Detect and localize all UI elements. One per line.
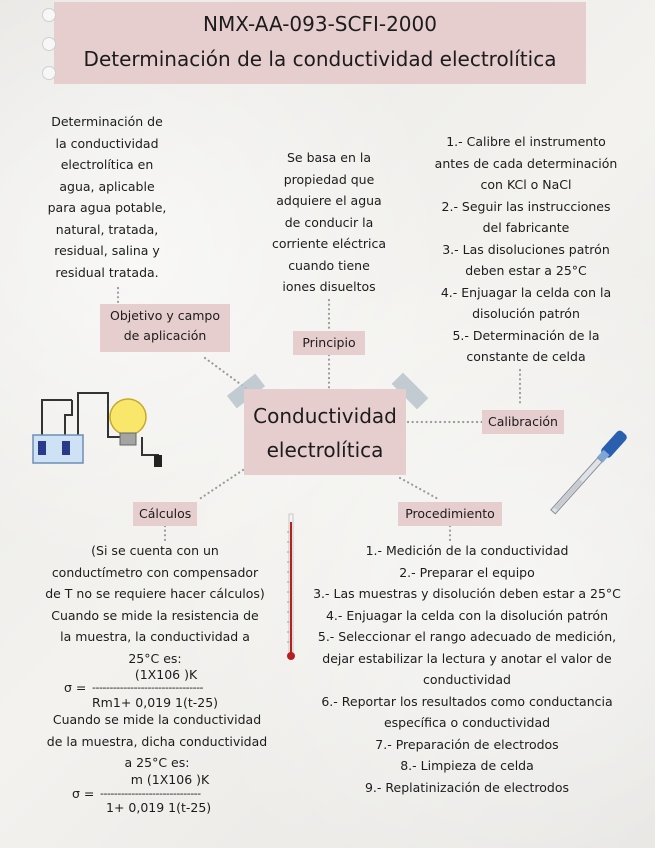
conductivity-probe-icon xyxy=(550,430,627,515)
principio-text: Se basa en la propiedad que adquiere el … xyxy=(271,150,386,294)
principio-label: Principio xyxy=(293,331,365,355)
calculos-text-2: Cuando se mide la conductividad de la mu… xyxy=(46,712,268,770)
thermometer-icon xyxy=(287,513,295,660)
calibracion-text: 1.- Calibre el instrumento antes de cada… xyxy=(434,134,618,364)
calibracion-label: Calibración xyxy=(482,410,564,434)
formula-2-numerator: m (1X106 )K xyxy=(130,772,210,787)
title-card: NMX-AA-093-SCFI-2000 Determinación de la… xyxy=(42,2,586,84)
formula-2-sigma: σ = xyxy=(72,786,95,801)
formula-2-bar: ----------------------------- xyxy=(100,787,201,800)
connector-procedimiento-center xyxy=(398,476,442,502)
binder-ring-icon xyxy=(42,66,56,80)
page-subtitle: Determinación de la conductividad electr… xyxy=(83,47,557,71)
objetivo-text: Determinación de la conductividad electr… xyxy=(47,114,167,280)
binder-ring-icon xyxy=(42,8,56,22)
formula-2-denominator: 1+ 0,019 1(t-25) xyxy=(106,800,212,815)
connector-calculos-center xyxy=(196,468,245,502)
objetivo-label: Objetivo y campo de aplicación xyxy=(100,304,230,352)
formula-1-bar: -------------------------------- xyxy=(92,681,204,694)
circuit-bulb-icon xyxy=(32,392,162,467)
page-title: NMX-AA-093-SCFI-2000 xyxy=(203,12,437,36)
calculos-label: Cálculos xyxy=(133,502,197,526)
formula-1-sigma: σ = xyxy=(64,680,87,695)
formula-1-numerator: (1X106 )K xyxy=(134,667,198,682)
binder-ring-icon xyxy=(42,37,56,51)
calculos-text-1: (Si se cuenta con un conductímetro con c… xyxy=(45,543,265,666)
formula-1-denominator: Rm1+ 0,019 1(t-25) xyxy=(92,695,219,710)
procedimiento-label: Procedimiento xyxy=(398,502,502,526)
procedimiento-text: 1.- Medición de la conductividad 2.- Pre… xyxy=(313,543,621,795)
central-topic: Conductividad electrolítica xyxy=(244,389,406,475)
